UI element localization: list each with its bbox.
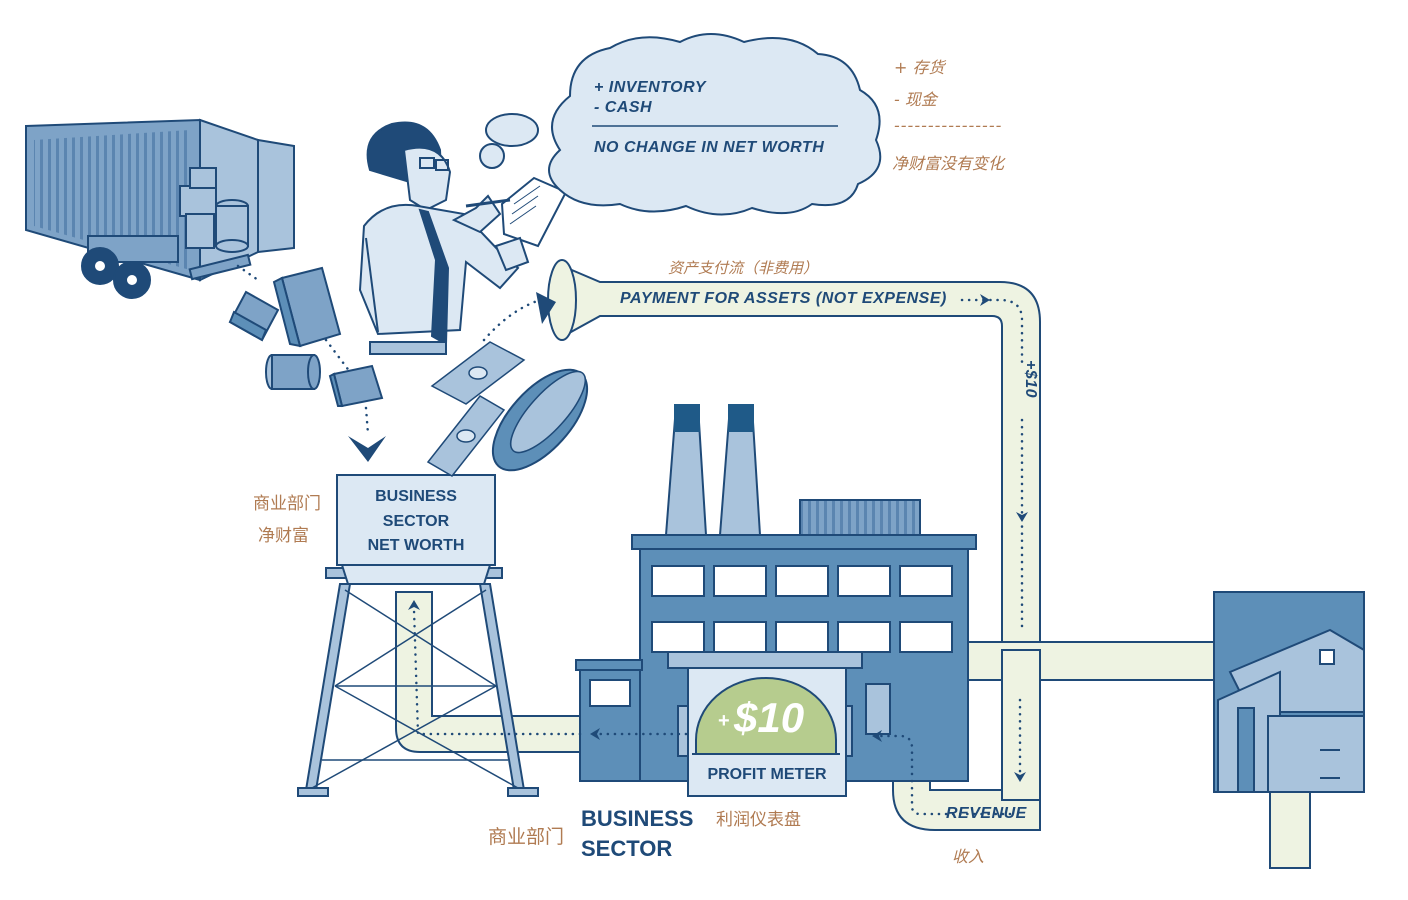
sector-title-line1: BUSINESS — [581, 806, 694, 831]
tower-label-business: BUSINESS — [375, 488, 457, 505]
falling-inventory — [228, 266, 384, 408]
revenue-label: REVENUE — [946, 805, 1027, 822]
truck — [25, 118, 295, 299]
tower-label-net-worth: NET WORTH — [367, 537, 465, 554]
profit-meter — [667, 651, 863, 797]
sector-title-line2: SECTOR — [581, 836, 673, 861]
thought-cn-divider: ---------------- — [894, 116, 1003, 135]
thought-cn-inventory: + 存货 — [894, 58, 945, 77]
revenue-label-cn: 收入 — [952, 847, 985, 866]
payment-amount: +$10 — [1022, 359, 1040, 399]
catcher-bowl — [491, 368, 589, 472]
thought-cloud — [479, 33, 882, 216]
meter-label: PROFIT METER — [707, 766, 827, 783]
meter-sign: + — [718, 710, 730, 732]
meter-label-cn: 利润仪表盘 — [716, 810, 801, 830]
payment-label: PAYMENT FOR ASSETS (NOT EXPENSE) — [620, 290, 947, 307]
businessman — [358, 121, 568, 355]
thought-cn-cash: - 现金 — [894, 90, 937, 109]
meter-value: $10 — [734, 694, 805, 741]
water-tower — [297, 474, 539, 797]
cash-bills — [426, 341, 526, 477]
flow-arrows — [348, 292, 1028, 782]
tower-label-sector: SECTOR — [382, 513, 450, 530]
sector-title-cn: 商业部门 — [488, 826, 565, 848]
thought-line-inventory: + INVENTORY — [594, 79, 707, 96]
house — [1213, 591, 1365, 793]
tower-cn-line1: 商业部门 — [253, 494, 321, 514]
thought-line-net-worth: NO CHANGE IN NET WORTH — [594, 139, 825, 156]
tower-cn-line2: 净财富 — [258, 526, 309, 546]
thought-cn-net-worth: 净财富没有变化 — [892, 154, 1005, 173]
meter-dial — [695, 677, 837, 755]
payment-funnel-mouth — [547, 259, 577, 341]
thought-line-cash: - CASH — [594, 99, 653, 116]
payment-label-cn: 资产支付流（非费用） — [668, 259, 819, 277]
flow-dots — [236, 264, 1024, 816]
